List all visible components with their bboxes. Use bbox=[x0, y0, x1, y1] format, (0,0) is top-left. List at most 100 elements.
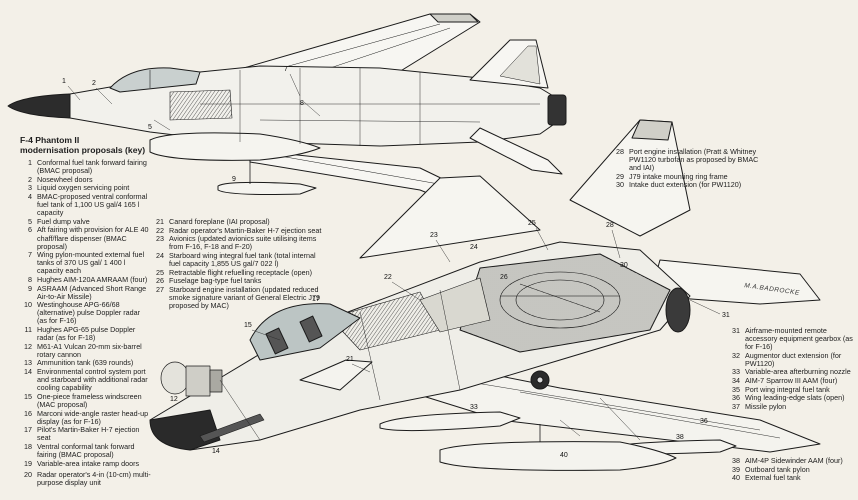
key-item-number: 31 bbox=[732, 326, 740, 335]
key-item-text: Ventral conformal tank forward fairing (… bbox=[37, 441, 135, 459]
key-item-text: Radar operator's 4-in (10-cm) multi-purp… bbox=[37, 470, 151, 488]
key-item-text: Fuel dump valve bbox=[37, 216, 90, 226]
key-item-number: 1 bbox=[28, 158, 32, 168]
key-item-text: BMAC-proposed ventral conformal fuel tan… bbox=[37, 192, 148, 218]
key-item-text: Marconi wide-angle raster head-up displa… bbox=[37, 408, 149, 426]
lower-aircraft-cutaway bbox=[149, 119, 821, 471]
key-item-text: Environmental control system port and st… bbox=[37, 367, 148, 393]
key-item-number: 17 bbox=[24, 425, 32, 435]
key-item: 5 Fuel dump valve bbox=[20, 216, 152, 226]
key-item-text: Avionics (updated avionics suite utilisi… bbox=[169, 234, 317, 252]
key-item-number: 32 bbox=[732, 350, 740, 360]
key-item-text: Missile pylon bbox=[745, 401, 787, 411]
callout-label: 28 bbox=[606, 222, 614, 229]
upper-stabilator bbox=[469, 127, 563, 175]
lower-nozzle bbox=[665, 287, 691, 333]
key-item: 18 Ventral conformal tank forward fairing… bbox=[20, 441, 152, 459]
callout-label: 8 bbox=[300, 100, 304, 107]
key-item-text: External fuel tank bbox=[745, 473, 801, 483]
key-item: 16 Marconi wide-angle raster head-up disp… bbox=[20, 408, 152, 426]
key-item-text: Fuselage bag-type fuel tanks bbox=[169, 276, 262, 286]
key-item-text: Conformal fuel tank forward fairing (BMA… bbox=[37, 158, 147, 176]
key-item-number: 9 bbox=[28, 283, 32, 293]
callout-label: 21 bbox=[346, 356, 354, 363]
lower-sparrow-missile bbox=[379, 411, 521, 432]
key-item-number: 18 bbox=[24, 441, 32, 451]
key-item-number: 30 bbox=[616, 180, 624, 190]
key-item: 1 Conformal fuel tank forward fairing (BM… bbox=[20, 159, 152, 175]
key-item-text: AIM-7 Sparrow III AAM (four) bbox=[745, 376, 838, 386]
key-item-number: 11 bbox=[24, 325, 32, 335]
upper-aircraft-profile bbox=[7, 13, 567, 207]
callout-label: 9 bbox=[232, 176, 236, 183]
key-item-number: 28 bbox=[616, 147, 624, 156]
key-item: 35 Port wing integral fuel tank bbox=[728, 384, 856, 394]
upper-centreline-tank bbox=[149, 132, 321, 161]
key-item-text: Port wing integral fuel tank bbox=[745, 384, 830, 394]
key-item: 36 Wing leading-edge slats (open) bbox=[728, 394, 856, 402]
radar-unit bbox=[160, 361, 223, 397]
key-item: 14 Environmental control system port and … bbox=[20, 367, 152, 393]
key-item-number: 24 bbox=[156, 250, 164, 260]
key-item-number: 36 bbox=[732, 393, 740, 403]
callout-label: 31 bbox=[722, 312, 730, 319]
key-item-number: 15 bbox=[24, 391, 32, 401]
key-item-text: Starboard wing integral fuel tank (total… bbox=[169, 250, 316, 268]
key-item-text: Wing pylon-mounted external fuel tanks o… bbox=[37, 250, 145, 276]
key-item-number: 5 bbox=[28, 216, 32, 226]
key-item-text: Variable-area afterburning nozzle bbox=[745, 367, 851, 377]
key-item: 4 BMAC-proposed ventral conformal fuel ta… bbox=[20, 192, 152, 218]
callout-label: 33 bbox=[470, 404, 478, 411]
lower-external-tank bbox=[439, 441, 677, 471]
callout-label: 26 bbox=[500, 274, 508, 281]
callout-label: 23 bbox=[430, 232, 438, 239]
key-item-text: Aft fairing with provision for ALE 40 ch… bbox=[37, 225, 149, 251]
key-item-number: 35 bbox=[732, 384, 740, 394]
key-item-number: 12 bbox=[24, 341, 32, 351]
key-column-1: F-4 Phantom II modernisation proposals (… bbox=[20, 135, 152, 468]
upper-missile bbox=[217, 181, 317, 195]
key-item-number: 39 bbox=[732, 464, 740, 474]
key-item-number: 3 bbox=[28, 183, 32, 193]
key-item-text: Wing leading-edge slats (open) bbox=[745, 393, 845, 403]
callout-label: 24 bbox=[470, 244, 478, 251]
key-item-number: 26 bbox=[156, 276, 164, 286]
callout-label: 5 bbox=[148, 124, 152, 131]
key-item-number: 40 bbox=[732, 473, 740, 483]
key-item-number: 27 bbox=[156, 284, 164, 294]
key-item-number: 16 bbox=[24, 408, 32, 418]
key-item-text: Westinghouse APG-66/68 (alternative) pul… bbox=[37, 300, 141, 326]
callout-label: 17 bbox=[312, 296, 320, 303]
key-item-number: 4 bbox=[28, 192, 32, 202]
key-item-number: 13 bbox=[24, 358, 32, 368]
key-item: 24 Starboard wing integral fuel tank (tot… bbox=[152, 250, 322, 268]
key-item-number: 25 bbox=[156, 267, 164, 277]
callout-label: 14 bbox=[212, 448, 220, 455]
key-item-number: 14 bbox=[24, 367, 32, 377]
